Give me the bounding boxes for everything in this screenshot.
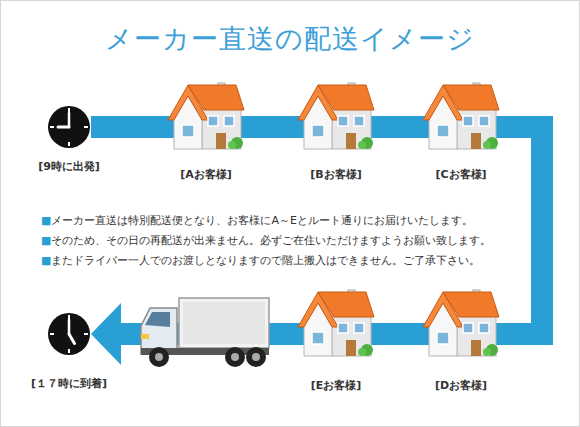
node-label: [１７時に到着] — [31, 376, 107, 391]
clock-node: [9時に出発] — [47, 105, 91, 149]
house-icon — [298, 288, 374, 358]
arrow-head — [91, 303, 121, 365]
route-band — [499, 127, 542, 334]
node-label: [Bお客様] — [310, 167, 361, 182]
house-icon — [168, 81, 244, 151]
customer-house: [Dお客様] — [423, 288, 499, 358]
route-band — [374, 116, 423, 138]
note-text: ■そのため、その日の再配送が出来ません。必ずご在住いただけますようお願い致します… — [41, 233, 491, 248]
route-band — [244, 116, 298, 138]
node-label: [Dお客様] — [435, 378, 487, 393]
clock-icon — [47, 105, 91, 149]
clock-node: [１７時に到着] — [47, 312, 91, 356]
house-icon — [423, 81, 499, 151]
diagram-title: メーカー直送の配送イメージ — [1, 21, 579, 57]
route-band — [374, 323, 423, 345]
node-label: [Cお客様] — [435, 167, 486, 182]
note-text: ■またドライバー一人でのお渡しとなりますので階上搬入はできません。ご了承下さい。 — [41, 253, 480, 268]
house-icon — [298, 81, 374, 151]
route-band — [91, 116, 168, 138]
customer-house: [Cお客様] — [423, 81, 499, 151]
customer-house: [Bお客様] — [298, 81, 374, 151]
customer-house: [Aお客様] — [168, 81, 244, 151]
node-label: [Aお客様] — [180, 167, 232, 182]
house-icon — [423, 288, 499, 358]
customer-house: [Eお客様] — [298, 288, 374, 358]
node-label: [Eお客様] — [311, 378, 362, 393]
clock-icon — [47, 312, 91, 356]
note-text: ■メーカー直送は特別配送便となり、お客様にA～Eとルート通りにお届けいたします。 — [41, 213, 473, 228]
node-label: [9時に出発] — [38, 159, 100, 174]
delivery-truck — [139, 294, 271, 370]
